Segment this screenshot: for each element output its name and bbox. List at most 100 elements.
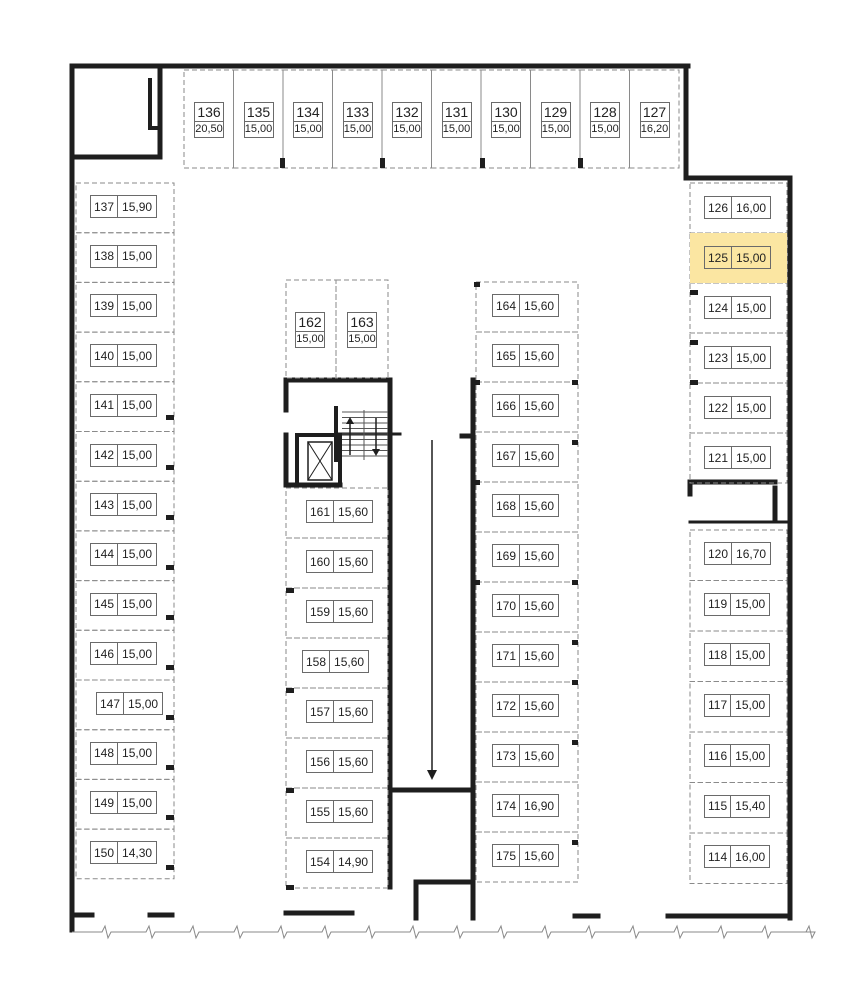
- spot-number: 141: [91, 394, 119, 416]
- spot-number: 163: [348, 313, 376, 332]
- column-marker: [572, 580, 578, 585]
- column-marker: [166, 865, 174, 870]
- column-marker: [572, 440, 578, 445]
- spot-number: 159: [307, 601, 335, 622]
- spot-area: 15,00: [122, 597, 153, 612]
- spot-area: 15,00: [122, 497, 153, 512]
- column-marker: [572, 680, 578, 685]
- spot-area: 15,00: [735, 647, 766, 662]
- column-marker: [690, 290, 698, 295]
- spot-area: 15,00: [393, 123, 421, 135]
- parking-stall-outline: [282, 69, 333, 169]
- spot-number: 139: [91, 295, 119, 317]
- spot-area: 15,00: [122, 398, 153, 413]
- spot-area: 15,60: [334, 654, 365, 669]
- spot-area: 15,00: [122, 348, 153, 363]
- parking-stall-outline: [579, 69, 630, 169]
- spot-area: 14,90: [338, 854, 369, 869]
- spot-area: 15,00: [736, 400, 767, 415]
- column-marker: [286, 688, 294, 693]
- spot-area: 15,60: [524, 348, 555, 363]
- spot-number: 172: [493, 695, 521, 716]
- column-marker: [380, 158, 385, 168]
- spot-area: 20,50: [195, 123, 223, 135]
- spot-number: 119: [705, 593, 732, 615]
- spot-number: 157: [307, 701, 335, 722]
- spot-number: 165: [493, 345, 521, 366]
- parking-stall-outline: [75, 828, 175, 880]
- spot-area: 15,00: [122, 646, 153, 661]
- spot-number: 156: [307, 751, 335, 772]
